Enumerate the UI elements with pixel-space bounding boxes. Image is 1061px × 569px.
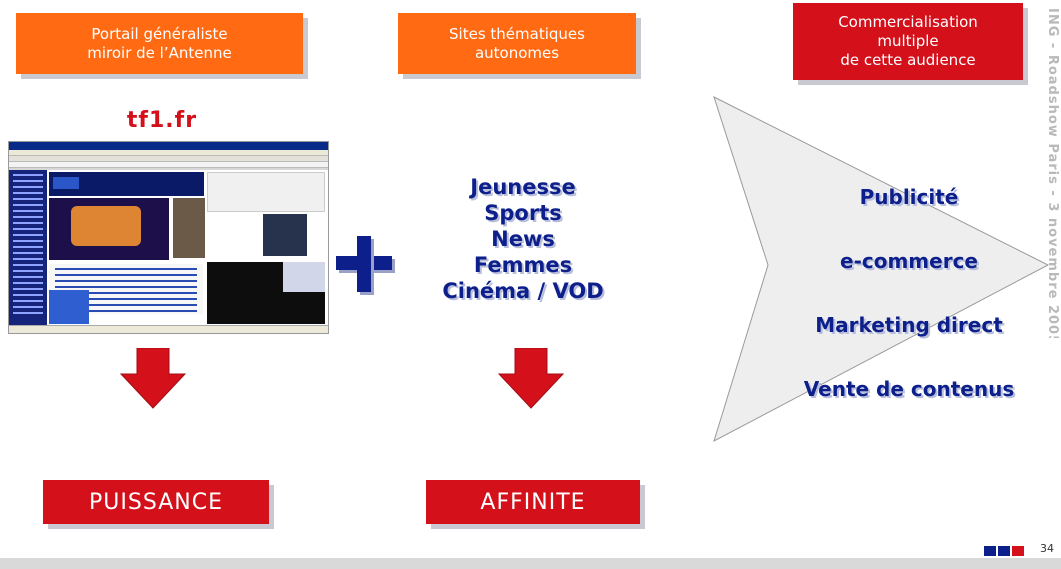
chevron-right-icon: [713, 96, 1050, 443]
theme-item: News: [491, 227, 555, 251]
screenshot-right-panel: [207, 172, 325, 212]
tf1-brand-logo: tf1.fr: [115, 106, 209, 134]
portal-box: Portail généraliste miroir de l’Antenne: [16, 13, 303, 74]
footer-bar: [0, 558, 1061, 569]
theme-item: Femmes: [473, 253, 573, 277]
screenshot-sidebar: [9, 170, 47, 325]
affinite-text: AFFINITE: [480, 489, 586, 515]
affinite-label: AFFINITE: [426, 480, 640, 524]
screenshot-text-block: [49, 264, 203, 314]
offer-vente-contenus: Vente de contenus: [803, 377, 1015, 401]
screenshot-logo: [53, 177, 79, 189]
theme-item: Cinéma / VOD: [442, 279, 604, 303]
screenshot-titlebar: [9, 142, 328, 150]
commercial-box-line3: de cette audience: [840, 51, 976, 69]
screenshot-promo: [263, 214, 307, 256]
screenshot-feature-highlight: [71, 206, 141, 246]
page-number: 34: [1040, 542, 1054, 555]
screenshot-blue-block: [49, 290, 89, 324]
down-arrow-icon: [497, 348, 565, 409]
sites-box-line2: autonomes: [474, 43, 560, 62]
screenshot-thumbnail: [283, 262, 325, 292]
offer-marketing-direct: Marketing direct: [815, 313, 1003, 337]
down-arrow-icon: [119, 348, 187, 409]
commercial-box-line2: multiple: [877, 32, 939, 50]
sites-box-line1: Sites thématiques: [449, 24, 585, 43]
sites-box: Sites thématiques autonomes: [398, 13, 636, 74]
screenshot-statusbar: [9, 325, 328, 333]
theme-item: Jeunesse: [470, 175, 576, 199]
portal-screenshot: [8, 141, 329, 334]
portal-box-line1: Portail généraliste: [91, 24, 228, 43]
portal-box-line2: miroir de l’Antenne: [87, 43, 232, 62]
theme-item: Sports: [484, 201, 562, 225]
screenshot-body: [9, 170, 328, 325]
side-caption: ING - Roadshow Paris - 3 novembre 2005: [1046, 8, 1060, 338]
themes-list: Jeunesse Sports News Femmes Cinéma / VOD: [408, 174, 638, 304]
screenshot-toolbar: [9, 156, 328, 162]
offer-ecommerce: e-commerce: [840, 249, 978, 273]
commercial-box-line1: Commercialisation: [838, 13, 978, 31]
puissance-text: PUISSANCE: [89, 489, 223, 515]
tf1-logo-icon: [984, 546, 1024, 558]
offer-publicite: Publicité: [859, 185, 959, 209]
puissance-label: PUISSANCE: [43, 480, 269, 524]
commercial-box: Commercialisation multiple de cette audi…: [793, 3, 1023, 80]
tf1-brand-text: tf1.fr: [126, 107, 198, 133]
screenshot-photo: [173, 198, 205, 258]
screenshot-menubar: [9, 150, 328, 156]
screenshot-address-bar: [9, 162, 328, 168]
